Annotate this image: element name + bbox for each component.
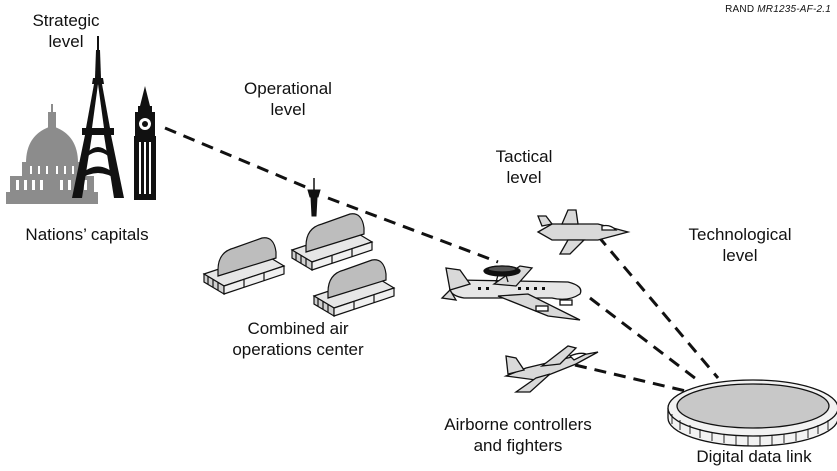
tactical-level-label: Tactical level xyxy=(478,146,570,188)
radio-tower-icon xyxy=(307,178,321,217)
link-lines xyxy=(164,126,720,394)
link-tower-to-awacs xyxy=(327,196,499,264)
strategic-label-line-1: Strategic xyxy=(32,11,100,30)
operational-level-label: Operational level xyxy=(222,78,354,120)
operational-label-line-1: Operational xyxy=(244,79,332,98)
eiffel-tower-icon xyxy=(72,36,124,198)
figure-ref-prefix: RAND xyxy=(725,4,755,15)
awacs-aircraft-icon xyxy=(440,265,582,321)
link-fighter-top-to-datalink xyxy=(596,235,720,379)
caoc-label: Combined air operations center xyxy=(212,318,384,360)
caoc-label-line-2: operations center xyxy=(232,340,364,359)
caoc-label-line-1: Combined air xyxy=(247,319,349,338)
building-icon xyxy=(290,213,374,272)
strategic-label-line-2: level xyxy=(48,32,84,51)
link-capitals-to-tower xyxy=(164,126,309,190)
strategic-level-label: Strategic level xyxy=(30,10,102,52)
fighter-jet-icon xyxy=(503,345,599,393)
technological-level-label: Technological level xyxy=(670,224,810,266)
airborne-label-line-1: Airborne controllers xyxy=(444,415,592,434)
figure-ref-code: MR1235-AF-2.1 xyxy=(757,4,831,15)
capitals-label: Nations’ capitals xyxy=(25,225,149,244)
big-ben-icon xyxy=(134,86,156,200)
airborne-label-line-2: and fighters xyxy=(473,436,563,455)
technological-label-line-2: level xyxy=(722,246,758,265)
capitol-dome-icon xyxy=(6,104,98,204)
building-icon xyxy=(202,237,286,296)
building-icon xyxy=(312,259,396,318)
caoc-buildings xyxy=(202,213,396,318)
datalink-label: Digital data link xyxy=(696,447,812,466)
data-link-disk-icon xyxy=(667,379,837,447)
tactical-label-line-2: level xyxy=(506,168,542,187)
figure-reference: RAND MR1235-AF-2.1 xyxy=(725,4,831,15)
link-fighter-bottom-to-datalink xyxy=(574,363,691,394)
airborne-label: Airborne controllers and fighters xyxy=(420,414,616,456)
fighter-jet-icon xyxy=(536,209,631,255)
technological-label-line-1: Technological xyxy=(688,225,792,244)
operational-label-line-2: level xyxy=(270,100,306,119)
link-awacs-to-datalink xyxy=(589,296,701,384)
tactical-label-line-1: Tactical xyxy=(495,147,553,166)
